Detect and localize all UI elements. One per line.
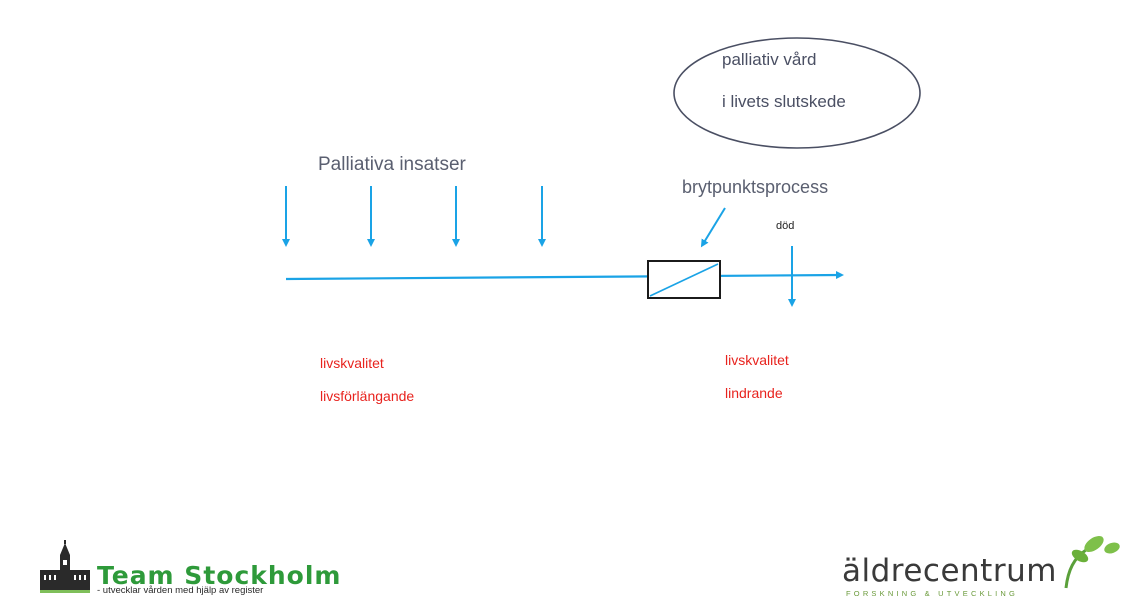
leaf-sprout-icon [1064,536,1120,589]
team-stockholm-logo-subtitle: - utvecklar vården med hjälp av register [97,585,264,596]
right-outcome-quality: livskvalitet [725,352,789,368]
palliative-care-ellipse [673,37,921,149]
left-outcome-quality: livskvalitet [320,355,384,371]
ellipse-text-line1: palliativ vård [722,50,817,69]
team-stockholm-logo-title: Team Stockholm [97,561,342,590]
stockholm-city-hall-icon [40,540,90,593]
aldrecentrum-logo-title: äldrecentrum [842,553,1057,589]
breakpoint-arrow [700,207,726,248]
timeline-arrow [285,271,844,281]
breakpoint-box-diagonal [649,263,719,297]
death-label: död [776,220,795,232]
aldrecentrum-logo-subtitle: FORSKNING & UTVECKLING [846,589,1019,598]
interventions-label: Palliativa insatser [318,154,466,175]
ellipse-text-line2: i livets slutskede [722,92,846,111]
left-outcome-prolonging: livsförlängande [320,388,415,404]
breakpoint-label: brytpunktsprocess [682,177,829,197]
right-outcome-relieving: lindrande [725,385,783,401]
